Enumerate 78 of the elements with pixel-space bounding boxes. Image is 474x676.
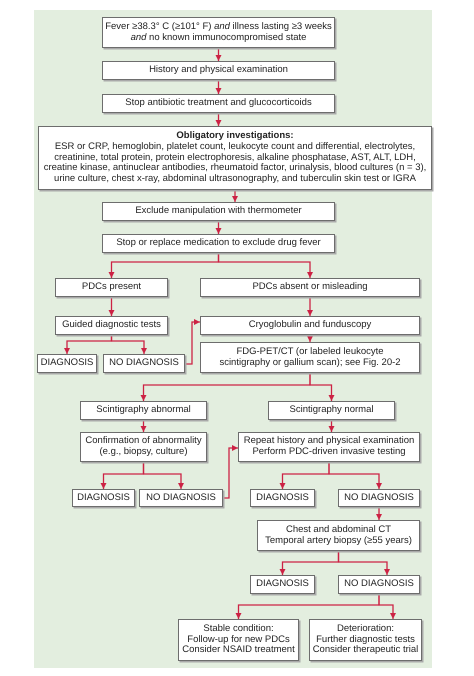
process-box bbox=[178, 619, 299, 661]
arrow bbox=[218, 253, 313, 278]
arrow bbox=[108, 297, 114, 316]
arrow bbox=[307, 297, 313, 316]
box-text: Stop or replace medication to exclude drug fever bbox=[116, 238, 321, 249]
box-text: Guided diagnostic tests bbox=[62, 320, 161, 331]
box-text: Further diagnostic tests bbox=[316, 634, 415, 645]
arrow bbox=[216, 221, 222, 234]
arrow bbox=[216, 80, 222, 94]
process-box bbox=[72, 489, 135, 507]
arrow bbox=[140, 420, 146, 432]
process-box bbox=[250, 489, 315, 507]
arrow bbox=[216, 48, 222, 61]
box-text: Stable condition: bbox=[203, 624, 274, 635]
arrow bbox=[216, 113, 222, 126]
arrow bbox=[338, 551, 390, 575]
process-box bbox=[38, 126, 432, 190]
box-text: Repeat history and physical examination bbox=[244, 436, 414, 447]
box-text: Consider NSAID treatment bbox=[182, 645, 295, 656]
process-box bbox=[268, 401, 395, 420]
box-text: Stop antibiotic treatment and glucocorticoids bbox=[125, 98, 312, 109]
arrow bbox=[223, 445, 238, 499]
box-text: Scintigraphy abnormal bbox=[96, 405, 191, 416]
process-box bbox=[338, 489, 420, 507]
box-text: Scintigraphy normal bbox=[290, 405, 374, 416]
box-text: Consider therapeutic trial bbox=[312, 645, 418, 656]
process-box bbox=[102, 17, 335, 48]
process-box bbox=[102, 61, 335, 80]
process-box bbox=[250, 575, 315, 594]
arrow bbox=[378, 594, 396, 619]
box-text: Follow-up for new PDCs bbox=[187, 634, 290, 645]
process-box bbox=[238, 432, 420, 462]
process-box bbox=[200, 316, 420, 335]
arrow bbox=[110, 335, 147, 354]
arrow bbox=[328, 420, 334, 432]
box-text: DIAGNOSIS bbox=[256, 579, 309, 590]
box-text: Temporal artery biopsy (≥55 years) bbox=[265, 536, 412, 546]
box-heading: Obligatory investigations: bbox=[176, 130, 294, 142]
arrow bbox=[328, 462, 382, 489]
box-text: Deterioration: bbox=[336, 624, 394, 635]
arrow bbox=[307, 335, 313, 342]
box-text: NO DIAGNOSIS bbox=[146, 492, 216, 504]
box-text: DIAGNOSIS bbox=[77, 492, 130, 504]
arrow bbox=[185, 319, 200, 365]
process-box bbox=[139, 489, 223, 507]
process-box bbox=[257, 520, 420, 551]
box-text: Chest and abdominal CT bbox=[286, 524, 392, 536]
arrow bbox=[232, 190, 238, 202]
process-box bbox=[55, 278, 168, 297]
arrow bbox=[309, 373, 334, 401]
box-text: ESR or CRP, hemoglobin, platelet count, leukocyte count and differential, electrolytes, creatinine, total protein, protein electrophoresis, alkaline phosphatase, AST, ALT, LDH, creatine kinase, antinuclear antibodies, rheumatoid factor, urinalysis, blood cultures (n = 3), urine culture, chest x-ray, abdominal ultrasonography, and tuberculin skin test or IGRA bbox=[42, 142, 428, 186]
box-text: History and physical examination bbox=[149, 65, 288, 76]
process-box bbox=[102, 234, 335, 253]
box-text: NO DIAGNOSIS bbox=[344, 579, 414, 590]
process-box bbox=[200, 278, 420, 297]
process-box bbox=[37, 354, 97, 373]
arrow bbox=[142, 462, 184, 489]
box-text: DIAGNOSIS bbox=[256, 492, 309, 504]
process-box bbox=[55, 316, 168, 335]
box-text: NO DIAGNOSIS bbox=[109, 358, 179, 369]
box-text: Fever ≥38.3° C (≥101° F) and illness lasting ≥3 weeks and no known immunocompromised state bbox=[105, 22, 332, 44]
box-text: Confirmation of abnormality (e.g., biopsy, culture) bbox=[84, 436, 203, 458]
box-text: FDG-PET/CT (or labeled leukocyte scintigraphy or gallium scan); see Fig. 20-2 bbox=[218, 346, 402, 368]
process-box bbox=[200, 342, 420, 373]
process-box bbox=[80, 401, 207, 420]
process-box bbox=[309, 619, 422, 661]
arrow bbox=[376, 507, 382, 520]
process-box bbox=[103, 354, 185, 373]
box-text: DIAGNOSIS bbox=[40, 358, 94, 369]
box-text: Cryoglobulin and funduscopy bbox=[248, 320, 372, 331]
process-box bbox=[338, 575, 420, 594]
process-box bbox=[102, 202, 335, 221]
box-text: PDCs absent or misleading bbox=[252, 282, 368, 293]
box-text: PDCs present bbox=[82, 282, 142, 293]
box-text: NO DIAGNOSIS bbox=[344, 492, 414, 504]
box-text: Exclude manipulation with thermometer bbox=[135, 206, 302, 217]
process-box bbox=[102, 94, 335, 113]
box-text: Perform PDC-driven invasive testing bbox=[252, 447, 406, 458]
